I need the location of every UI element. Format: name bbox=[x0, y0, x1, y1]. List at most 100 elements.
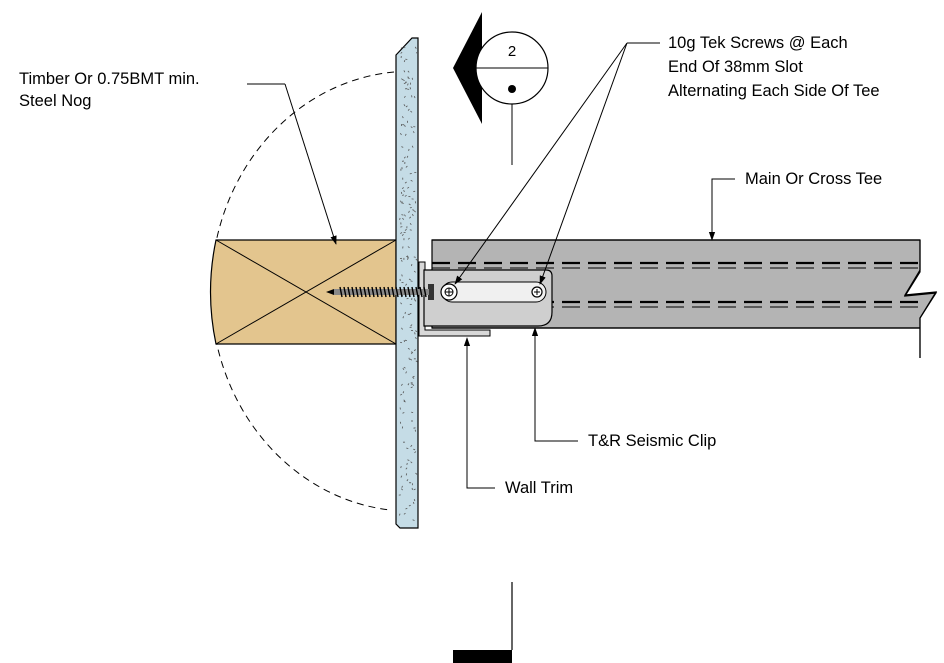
wall-speckle-mark bbox=[413, 270, 416, 273]
wall-speckle-mark bbox=[407, 348, 410, 350]
wall-speckle-mark bbox=[411, 351, 414, 354]
wall-speckle-mark bbox=[403, 59, 406, 63]
wall-speckle-mark bbox=[405, 283, 408, 286]
wall-speckle-mark bbox=[401, 327, 403, 330]
wall-speckle-mark bbox=[410, 324, 413, 327]
wall-speckle-mark bbox=[412, 519, 415, 521]
wall-speckle-mark bbox=[415, 360, 418, 363]
wall-speckle-mark bbox=[406, 447, 409, 449]
screw-thread bbox=[407, 286, 411, 298]
wall-speckle-mark bbox=[412, 131, 415, 134]
wall-speckle-mark bbox=[401, 233, 404, 237]
wall-speckle-mark bbox=[401, 116, 404, 119]
wall-speckle-mark bbox=[401, 274, 403, 277]
wall-speckle-mark bbox=[405, 371, 407, 374]
screw-thread bbox=[415, 286, 419, 298]
wall-speckle-mark bbox=[407, 459, 410, 461]
screw-thread bbox=[391, 286, 395, 298]
wall-speckle-mark bbox=[398, 513, 401, 516]
screw-thread bbox=[371, 286, 375, 298]
screw-thread bbox=[367, 286, 371, 298]
wall-speckle-mark bbox=[413, 349, 417, 351]
wall-speckle-mark bbox=[413, 256, 416, 258]
wall-speckle-mark bbox=[406, 155, 409, 158]
wall-speckle-mark bbox=[404, 214, 406, 217]
wall-speckle-mark bbox=[405, 467, 408, 470]
wall-speckle-mark bbox=[412, 384, 415, 387]
wall-speckle-mark bbox=[413, 448, 416, 451]
wall-speckle-mark bbox=[401, 146, 404, 148]
wall-speckle-mark bbox=[399, 133, 402, 136]
wall-speckle-mark bbox=[411, 77, 414, 80]
wall-speckle-mark bbox=[403, 95, 406, 98]
screw-thread bbox=[423, 286, 427, 298]
wall-speckle-mark bbox=[415, 336, 417, 340]
wall-speckle-mark bbox=[403, 104, 406, 107]
screw-thread bbox=[403, 286, 407, 298]
wall-speckle-mark bbox=[413, 488, 416, 491]
screw-thread bbox=[387, 286, 391, 298]
screw-thread bbox=[395, 286, 399, 298]
wall-speckle-mark bbox=[399, 217, 401, 221]
wall-speckle-mark bbox=[414, 451, 417, 454]
wall-speckle-mark bbox=[415, 258, 418, 261]
wall-speckle-mark bbox=[403, 70, 406, 73]
wall-speckle-mark bbox=[403, 125, 406, 127]
wall-speckle-mark bbox=[402, 391, 405, 394]
wall-speckle-mark bbox=[405, 165, 408, 168]
wall-speckle-mark bbox=[400, 475, 403, 478]
wall-speckle-mark bbox=[408, 148, 410, 152]
wall-speckle-mark bbox=[402, 367, 405, 371]
wall-speckle-mark bbox=[410, 461, 413, 464]
tek-screw-heads bbox=[440, 283, 543, 301]
screw-thread bbox=[343, 286, 347, 298]
wall-speckle-mark bbox=[401, 485, 403, 488]
wall-speckle-mark bbox=[410, 280, 413, 282]
wall-trim bbox=[418, 261, 491, 337]
label-tee: Main Or Cross Tee bbox=[745, 170, 882, 188]
wall-speckle-mark bbox=[400, 383, 403, 386]
wall-speckle-mark bbox=[402, 217, 405, 220]
wall-speckle-mark bbox=[403, 82, 406, 84]
screw-thread bbox=[351, 286, 355, 298]
label-nog-line1: Timber Or 0.75BMT min. bbox=[19, 70, 200, 88]
wall-speckle-mark bbox=[407, 237, 410, 240]
wall-speckle-mark bbox=[402, 412, 405, 414]
wall-speckle-mark bbox=[413, 190, 416, 193]
wall-speckle-mark bbox=[410, 126, 413, 129]
wall-speckle-mark bbox=[414, 332, 416, 335]
leader-lines bbox=[247, 42, 735, 489]
section-number: 2 bbox=[508, 43, 516, 60]
label-screws-line1: 10g Tek Screws @ Each bbox=[668, 34, 848, 52]
wall-speckle-mark bbox=[409, 222, 412, 226]
wall-speckle-mark bbox=[400, 465, 402, 469]
wall-speckle-mark bbox=[401, 187, 404, 190]
wall-speckle-mark bbox=[407, 83, 409, 86]
wall-speckle-mark bbox=[409, 87, 411, 90]
detail-boundary-arc bbox=[210, 71, 395, 511]
wall-speckle-mark bbox=[409, 312, 412, 315]
wall-speckle-mark bbox=[400, 51, 403, 54]
label-nog-line2: Steel Nog bbox=[19, 92, 91, 110]
screw-thread bbox=[363, 286, 367, 298]
wall-speckle-mark bbox=[403, 189, 405, 193]
screw-thread bbox=[375, 286, 379, 298]
wall-speckle-mark bbox=[407, 77, 410, 79]
wall-speckle-mark bbox=[408, 203, 411, 206]
wall-speckle-mark bbox=[415, 472, 418, 475]
wall-speckle-mark bbox=[405, 507, 408, 510]
screw-thread bbox=[379, 286, 383, 298]
wall-speckle-mark bbox=[404, 181, 407, 184]
screw-thread bbox=[411, 286, 415, 298]
wall-speckle-mark bbox=[411, 411, 414, 413]
wall-speckle-mark bbox=[408, 210, 410, 213]
wall-speckle-mark bbox=[414, 46, 417, 49]
wall-speckle-mark bbox=[409, 229, 412, 231]
wall-speckle-mark bbox=[415, 330, 418, 332]
wall-speckle-mark bbox=[408, 278, 411, 281]
wall-speckle-mark bbox=[407, 383, 410, 386]
wall-speckle-mark bbox=[412, 213, 414, 217]
wall-speckle-mark bbox=[414, 429, 417, 432]
wall-speckle-mark bbox=[404, 228, 407, 231]
